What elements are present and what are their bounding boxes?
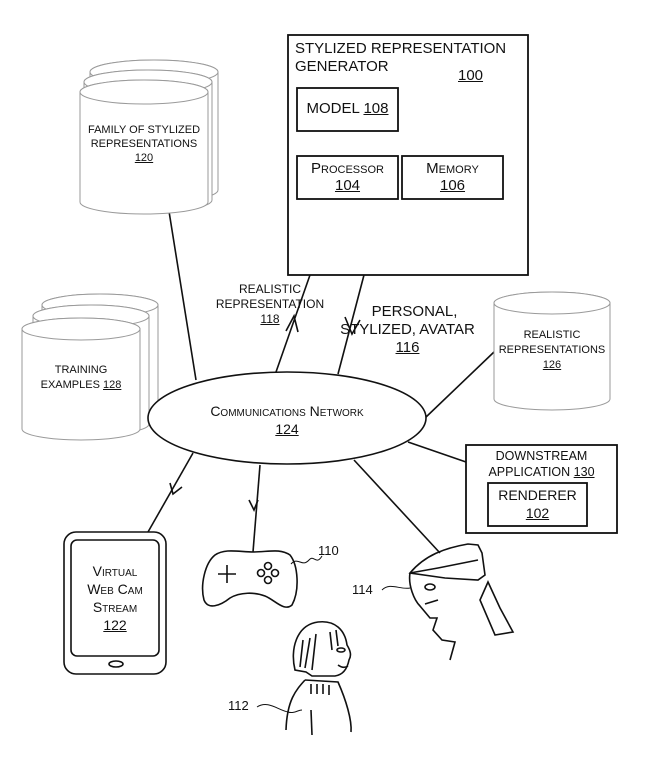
edge-realistic-ref: 118 [260,312,280,326]
tablet-line3: Stream [92,599,138,615]
arrowhead-up-icon [285,313,299,333]
downstream-line1: DOWNSTREAM [495,449,588,463]
arrowhead-down-icon [169,482,183,496]
training-db-line1: TRAINING [54,364,108,376]
edge-realistic-line2: REPRESENTATION [215,297,325,311]
person-icon [256,620,352,736]
edge-realistic-label: REALISTIC REPRESENTATION 118 [210,282,330,327]
processor-label: Processor 104 [297,160,398,195]
gamepad-icon [201,550,323,608]
memory-ref: 106 [439,177,466,195]
processor-text: Processor [311,160,384,177]
training-db-line2: EXAMPLES [40,379,100,391]
model-box [296,87,399,132]
tablet-line1: Virtual [92,563,138,579]
edge-network-gamepad [252,464,261,553]
family-database-icon [79,59,219,215]
realistic-db-ref: 126 [542,359,562,371]
edge-realistic-representation [275,274,311,373]
edge-network-vr-user [353,459,441,554]
realistic-db-label: REALISTIC REPRESENTATIONS 126 [494,328,610,373]
network-ellipse [147,371,427,465]
generator-title: STYLIZED REPRESENTATION GENERATOR [295,40,525,76]
realistic-database-icon [493,291,611,411]
memory-box [401,155,504,200]
family-db-label: FAMILY OF STYLIZED REPRESENTATIONS 120 [80,123,208,165]
memory-text: Memory [426,160,479,177]
edge-avatar-label: PERSONAL, STYLIZED, AVATAR 116 [330,303,485,357]
memory-label: Memory 106 [402,160,503,195]
generator-box [287,34,529,276]
edge-personal-avatar [337,274,365,375]
model-text: MODEL [306,100,360,117]
network-label: Communications Network 124 [160,402,414,438]
tablet-ref: 122 [103,617,127,633]
edge-avatar-line2: STYLIZED, AVATAR [340,321,475,338]
renderer-label: RENDERER 102 [488,486,587,522]
vr-user-ref: 114 [352,582,373,597]
edge-family-network [167,204,197,381]
processor-box [296,155,399,200]
downstream-label: DOWNSTREAM APPLICATION 130 [466,448,617,480]
network-text: Communications Network [210,403,364,419]
network-ref: 124 [275,421,299,437]
model-ref: 108 [363,100,389,117]
training-db-ref: 128 [103,379,122,391]
model-label: MODEL 108 [297,100,398,117]
edge-avatar-line1: PERSONAL, [371,303,458,320]
arrowhead-down-icon [344,316,361,336]
tablet-icon [63,531,167,675]
generator-title-line2: GENERATOR [295,58,389,75]
realistic-db-line1: REALISTIC [523,329,581,341]
renderer-ref: 102 [525,505,550,521]
edge-realistic-line1: REALISTIC [238,282,301,296]
downstream-line2: APPLICATION [488,465,571,479]
downstream-ref: 130 [573,465,595,479]
edge-network-tablet [147,452,194,533]
family-db-line2: REPRESENTATIONS [90,138,198,150]
renderer-text: RENDERER [498,487,577,503]
gamepad-ref: 110 [318,543,339,558]
edge-network-realistic-db [424,351,495,419]
arrowhead-down-icon [248,499,259,512]
generator-ref: 100 [458,67,484,84]
tablet-line2: Web Cam [87,581,143,597]
family-db-ref: 120 [134,152,154,164]
connectors [147,204,495,554]
edge-network-downstream [407,441,467,463]
edge-avatar-ref: 116 [395,339,420,356]
realistic-db-line2: REPRESENTATIONS [498,344,606,356]
training-database-icon [21,293,159,441]
renderer-box [487,482,588,527]
vr-user-icon [381,543,515,661]
tablet-label: Virtual Web Cam Stream 122 [71,562,159,634]
family-db-line1: FAMILY OF STYLIZED [87,124,201,136]
person-ref: 112 [228,698,249,713]
training-db-label: TRAINING EXAMPLES 128 [22,363,140,393]
generator-title-line1: STYLIZED REPRESENTATION [295,40,507,57]
processor-ref: 104 [334,177,361,195]
